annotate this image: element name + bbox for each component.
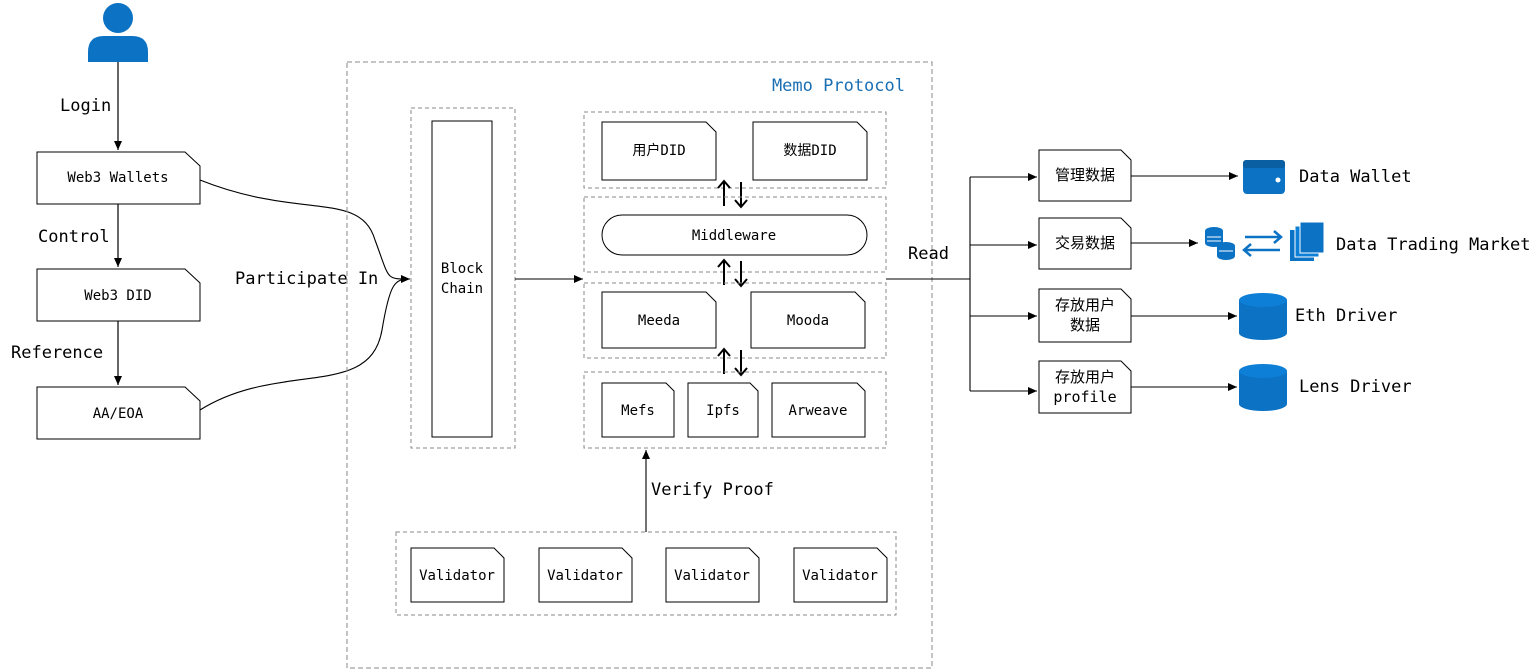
validator-box: Validator	[793, 547, 888, 603]
data-wallet-label: Data Wallet	[1299, 167, 1412, 187]
coins-icon	[1205, 227, 1235, 260]
store-user-data-label-1: 存放用户	[1055, 296, 1115, 314]
mooda-label: Mooda	[787, 313, 829, 329]
edge-login-label: Login	[60, 96, 111, 116]
meeda-label: Meeda	[638, 313, 680, 329]
trade-data-box: 交易数据	[1038, 217, 1132, 270]
trade-data-label: 交易数据	[1055, 234, 1115, 252]
bidirectional-arrow-icon	[717, 258, 748, 288]
middleware-group	[583, 196, 887, 273]
did-group	[583, 111, 887, 189]
store-user-profile-label-1: 存放用户	[1055, 368, 1115, 386]
validator-label: Validator	[419, 568, 495, 584]
trading-market-label: Data Trading Market	[1336, 235, 1530, 255]
validator-box: Validator	[665, 547, 760, 603]
mefs-box	[601, 382, 675, 438]
edge-wallets-to-chain	[199, 179, 411, 284]
database-icon	[1239, 293, 1287, 340]
eth-driver-label: Eth Driver	[1295, 306, 1397, 326]
web3-wallets-label: Web3 Wallets	[67, 170, 168, 186]
middleware-box	[601, 214, 868, 256]
blockchain-label-1: Block	[441, 261, 484, 277]
store-user-data-label-2: 数据	[1070, 316, 1100, 334]
store-user-profile-box: 存放用户 profile	[1038, 360, 1132, 414]
services-group	[583, 282, 887, 359]
documents-icon	[1290, 221, 1325, 261]
memo-protocol-container	[346, 61, 933, 669]
web3-did-label: Web3 DID	[84, 288, 151, 304]
bidirectional-arrow-icon	[717, 179, 748, 209]
memo-protocol-title: Memo Protocol	[772, 76, 905, 96]
middleware-label: Middleware	[692, 228, 776, 244]
ipfs-box	[687, 382, 759, 438]
store-user-profile-label-2: profile	[1053, 388, 1116, 406]
exchange-icon	[1242, 230, 1283, 257]
wallet-icon	[1243, 160, 1285, 194]
user-icon	[88, 3, 148, 62]
storage-group	[583, 371, 887, 449]
web3-did-box: Web3 DID	[36, 268, 201, 322]
validator-box: Validator	[538, 547, 633, 603]
blockchain-box	[431, 120, 493, 438]
edge-verify-label: Verify Proof	[651, 480, 774, 500]
validators-group	[395, 531, 897, 616]
data-did-label: 数据DID	[783, 143, 836, 159]
aa-eoa-label: AA/EOA	[93, 406, 144, 422]
edge-aa-to-chain	[199, 278, 411, 411]
web3-wallets-box: Web3 Wallets	[36, 151, 201, 205]
user-did-box	[601, 121, 717, 181]
lens-driver-label: Lens Driver	[1299, 377, 1412, 397]
blockchain-label-2: Chain	[441, 281, 483, 297]
meeda-box	[601, 291, 717, 349]
validator-label: Validator	[547, 568, 623, 584]
arweave-box	[771, 382, 866, 438]
aa-eoa-box: AA/EOA	[36, 386, 201, 440]
mooda-box	[750, 291, 866, 349]
database-icon	[1239, 364, 1287, 411]
arweave-label: Arweave	[788, 403, 847, 419]
validator-label: Validator	[674, 568, 750, 584]
manage-data-box: 管理数据	[1038, 149, 1132, 202]
validator-box: Validator	[410, 547, 505, 603]
edge-participate-label: Participate In	[235, 269, 378, 289]
blockchain-group	[410, 107, 516, 449]
ipfs-label: Ipfs	[706, 403, 740, 419]
validator-label: Validator	[802, 568, 878, 584]
edge-control-label: Control	[38, 227, 110, 247]
store-user-data-box: 存放用户 数据	[1038, 288, 1132, 343]
edge-reference-label: Reference	[11, 343, 103, 363]
manage-data-label: 管理数据	[1055, 166, 1115, 184]
user-did-label: 用户DID	[632, 142, 685, 159]
mefs-label: Mefs	[621, 403, 655, 419]
data-did-box	[752, 121, 868, 181]
edge-read-label: Read	[908, 244, 949, 264]
bidirectional-arrow-icon	[717, 347, 748, 377]
